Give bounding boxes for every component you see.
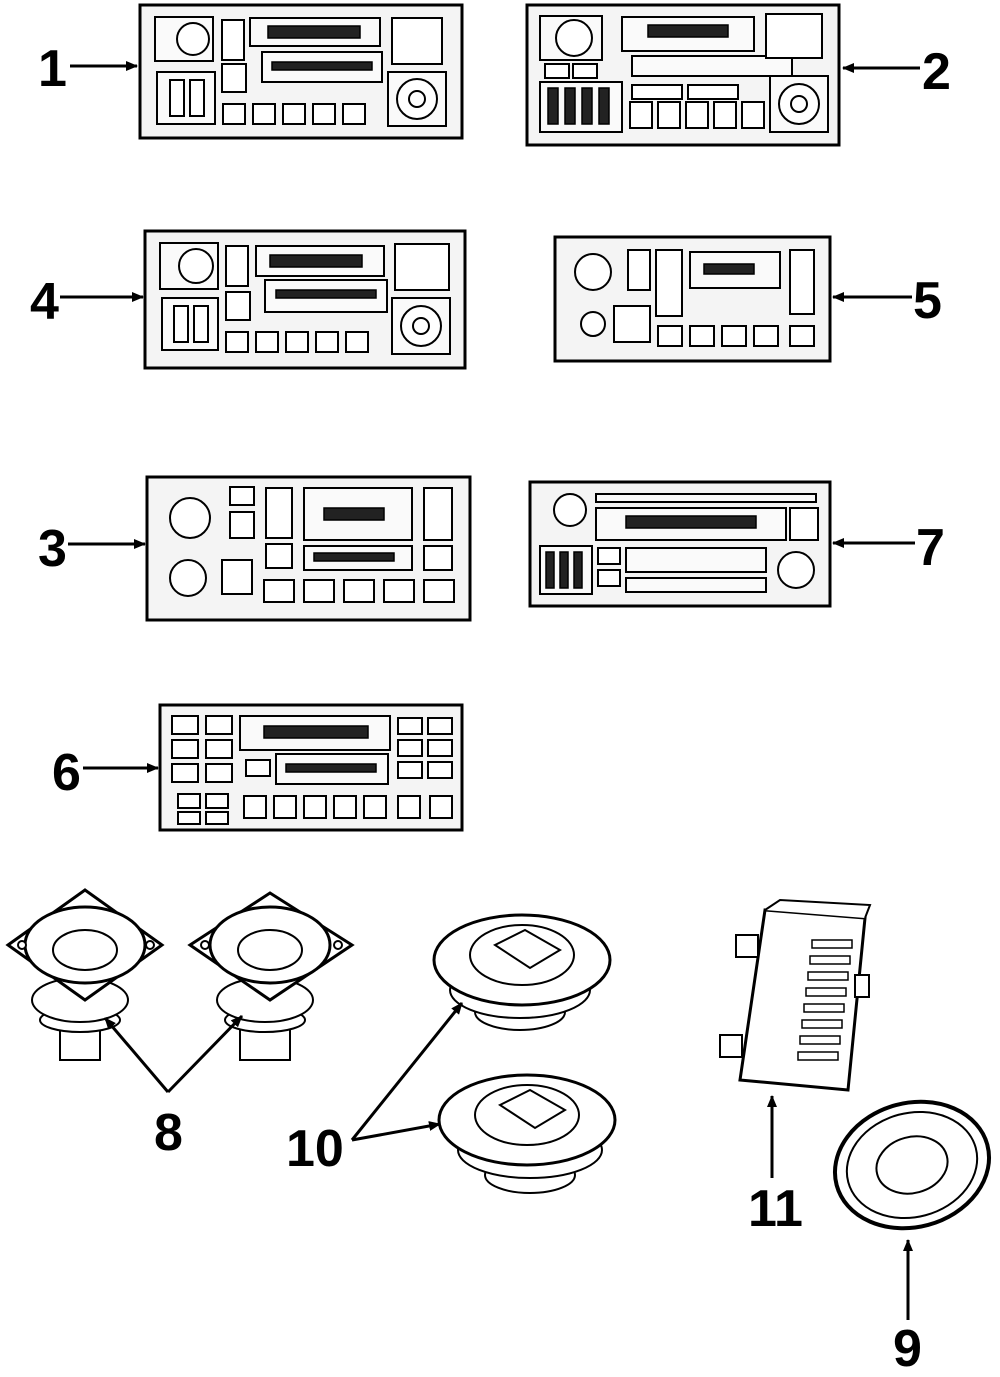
radio-unit-4 [143,229,467,370]
speaker-8-right [187,891,355,1061]
radio-unit-2 [525,3,841,147]
callout-8: 8 [154,1104,183,1162]
callout-1: 1 [38,40,67,98]
speaker-10-top [432,913,612,1031]
radio-unit-7 [528,480,832,608]
callout-9: 9 [893,1320,922,1377]
callout-5: 5 [913,272,942,330]
radio-unit-5 [553,235,832,363]
callout-10: 10 [286,1120,344,1178]
speaker-10-bottom [437,1073,617,1194]
radio-unit-6 [158,703,464,832]
radio-unit-1 [138,3,464,140]
callout-7: 7 [916,519,945,577]
callout-labels: 1 2 4 5 3 7 6 8 10 11 9 [30,40,951,1377]
callout-11: 11 [748,1180,803,1238]
callout-2: 2 [922,43,951,101]
callout-4: 4 [30,273,59,331]
speaker-9 [832,1099,992,1231]
speaker-8-left [5,888,165,1061]
callout-6: 6 [52,744,81,802]
amplifier-11 [719,898,872,1092]
radio-unit-3 [145,475,472,622]
callout-3: 3 [38,520,67,578]
leader-lines [60,61,920,1320]
